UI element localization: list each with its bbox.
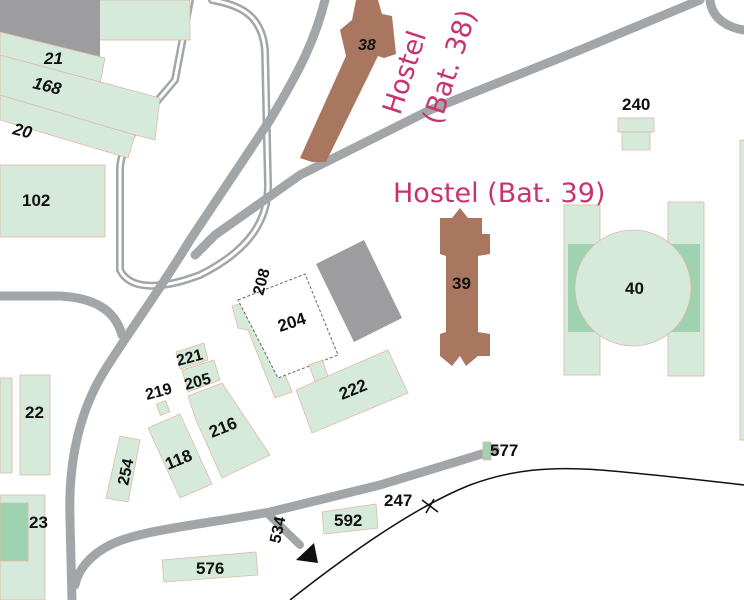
label-219: 219 — [144, 381, 174, 404]
label-592: 592 — [334, 511, 362, 530]
building-22-strip — [0, 377, 13, 474]
label-254: 254 — [115, 457, 137, 487]
label-38: 38 — [358, 37, 376, 54]
label-20: 20 — [10, 119, 34, 142]
label-205: 205 — [183, 371, 213, 394]
label-22: 22 — [25, 403, 44, 422]
hostel-38-label-line2: (Bat. 38) — [417, 6, 483, 128]
building-20 — [0, 94, 136, 159]
diagonal-avenue — [190, 0, 705, 260]
label-576: 576 — [196, 559, 224, 578]
label-208: 208 — [250, 267, 273, 297]
hostel-buildings — [300, 0, 490, 366]
grey-block — [316, 240, 402, 342]
south-road — [70, 445, 500, 590]
building-23-dark — [0, 502, 29, 562]
main-road-north — [65, 0, 330, 600]
northeast-road — [705, 0, 744, 35]
building-east-edge — [739, 139, 744, 441]
label-40: 40 — [625, 279, 644, 298]
building-592 — [321, 503, 379, 535]
label-102: 102 — [22, 191, 50, 210]
spur-534 — [264, 510, 304, 549]
building-240-lower — [621, 131, 651, 151]
label-577: 577 — [490, 441, 518, 460]
label-221: 221 — [175, 347, 205, 370]
building-205 — [181, 359, 221, 393]
railway-line — [289, 467, 744, 600]
label-534: 534 — [267, 515, 289, 545]
building-102 — [0, 164, 106, 238]
west-road — [0, 291, 127, 340]
building-39 — [440, 208, 490, 366]
buildings-west — [0, 0, 191, 600]
label-23: 23 — [29, 513, 48, 532]
label-247: 247 — [384, 491, 412, 510]
building-576 — [161, 551, 259, 583]
building-222 — [295, 349, 409, 434]
building-219-marker — [155, 400, 171, 416]
building-577 — [482, 441, 492, 461]
label-240: 240 — [622, 95, 650, 114]
hostel-39-label: Hostel (Bat. 39) — [393, 178, 605, 209]
building-240 — [617, 117, 655, 133]
building-168 — [0, 54, 161, 141]
label-39: 39 — [452, 274, 471, 293]
hostel-labels: Hostel (Bat. 38) Hostel (Bat. 39) — [377, 6, 605, 209]
building-216 — [187, 382, 271, 479]
building-221 — [175, 342, 209, 370]
building-254 — [105, 435, 141, 503]
triangle-arrow-icon — [296, 543, 318, 563]
building-40-rotunda — [574, 229, 692, 347]
building-21-top — [94, 0, 191, 41]
building-118 — [147, 413, 213, 499]
label-21: 21 — [43, 49, 63, 68]
building-204 — [237, 273, 339, 379]
buildings-central — [105, 240, 492, 583]
building-38 — [300, 0, 396, 162]
building-22 — [19, 374, 51, 476]
railway-crossing-icon — [421, 498, 439, 514]
buildings-east — [563, 117, 744, 441]
